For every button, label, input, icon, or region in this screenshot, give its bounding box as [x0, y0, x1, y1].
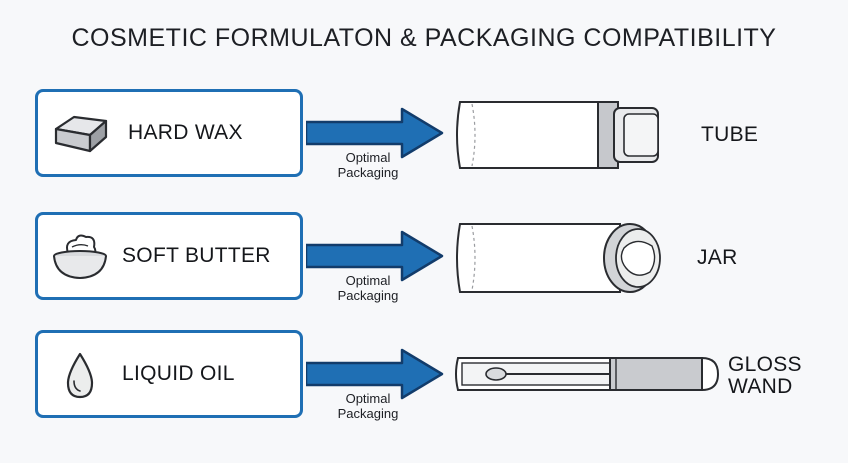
packaging-label-jar: JAR: [697, 246, 738, 269]
connector-caption: Optimal Packaging: [337, 391, 399, 421]
oil-drop-icon: [66, 352, 94, 399]
gloss-wand-package-icon: [455, 357, 720, 391]
butter-bowl-icon: [53, 234, 107, 280]
connector-arrow: [306, 107, 444, 159]
diagram-title: COSMETIC FORMULATON & PACKAGING COMPATIB…: [71, 24, 777, 52]
tube-package-icon: [456, 101, 659, 169]
jar-package-icon: [456, 223, 661, 293]
packaging-label-gloss-wand: GLOSS WAND: [728, 353, 802, 398]
connector-arrow: [306, 348, 444, 400]
packaging-label-tube: TUBE: [701, 123, 759, 146]
formulation-box-liquid-oil: LIQUID OIL: [35, 330, 303, 418]
formulation-label: SOFT BUTTER: [122, 244, 271, 267]
formulation-label: LIQUID OIL: [122, 362, 235, 385]
formulation-box-soft-butter: SOFT BUTTER: [35, 212, 303, 300]
formulation-label: HARD WAX: [128, 121, 243, 144]
formulation-box-hard-wax: HARD WAX: [35, 89, 303, 177]
connector-caption: Optimal Packaging: [337, 150, 399, 180]
connector-arrow: [306, 230, 444, 282]
wax-block-icon: [54, 115, 108, 153]
connector-caption: Optimal Packaging: [337, 273, 399, 303]
